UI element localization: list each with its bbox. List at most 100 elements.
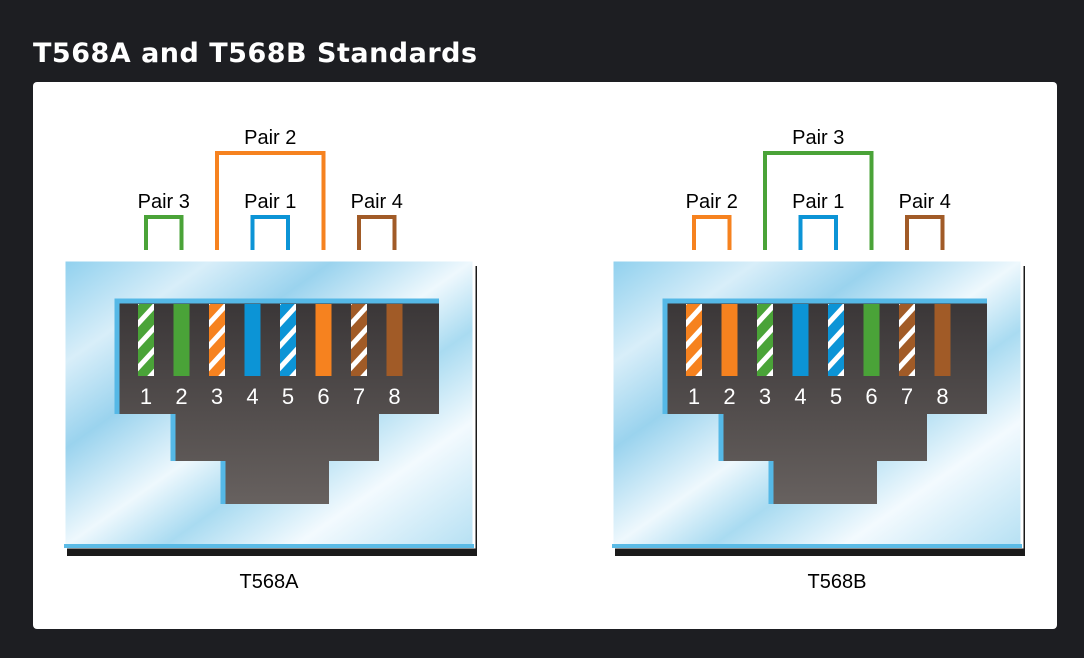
stripe: [209, 346, 225, 372]
pair-brackets-t568b: Pair 2 Pair 3 Pair 1 Pair 4: [686, 127, 951, 250]
pair-bracket: Pair 1: [792, 191, 844, 250]
wire-brown: [386, 304, 403, 376]
bracket-line: [144, 215, 184, 250]
bracket-line: [905, 215, 945, 250]
wire-pin-4: 4: [792, 304, 809, 409]
stripe-pattern: [351, 304, 367, 376]
pin-number: 4: [246, 384, 258, 409]
pin-number: 8: [936, 384, 948, 409]
stripe: [757, 324, 773, 350]
pair-label: Pair 1: [244, 191, 296, 213]
pair-label: Pair 4: [351, 191, 403, 213]
wire-green: [863, 304, 880, 376]
stripe: [138, 304, 154, 328]
wire-orange: [315, 304, 332, 376]
wire-pin-6: 6: [315, 304, 332, 409]
wire-pin-4: 4: [244, 304, 261, 409]
stripe-pattern: [686, 304, 702, 376]
stripe: [757, 346, 773, 372]
pin-number: 7: [901, 384, 913, 409]
stripe: [138, 346, 154, 372]
wire-pin-6: 6: [863, 304, 880, 409]
wire-blue: [792, 304, 809, 376]
pin-number: 1: [688, 384, 700, 409]
wire-pin-8: 8: [934, 304, 951, 409]
connector-bottom-edge: [612, 544, 1022, 548]
bracket-line: [215, 151, 326, 250]
wire-pin-1: 1: [686, 304, 702, 409]
pin-number: 3: [759, 384, 771, 409]
bracket-line: [250, 215, 290, 250]
pin-number: 2: [723, 384, 735, 409]
stripe-pattern: [757, 304, 773, 376]
wire-orange: [721, 304, 738, 376]
pin-number: 1: [140, 384, 152, 409]
pair-bracket: Pair 4: [351, 191, 403, 250]
page-title: T568A and T568B Standards: [33, 38, 478, 69]
stripe: [280, 346, 296, 372]
pin-number: 8: [388, 384, 400, 409]
stripe: [280, 324, 296, 350]
stripe: [209, 324, 225, 350]
stripe: [209, 304, 225, 328]
pin-number: 7: [353, 384, 365, 409]
wire-pin-3: 3: [757, 304, 773, 409]
pin-number: 5: [830, 384, 842, 409]
stripe: [828, 324, 844, 350]
pin-number: 5: [282, 384, 294, 409]
pin-number: 6: [865, 384, 877, 409]
pair-bracket: Pair 1: [244, 191, 296, 250]
pair-label: Pair 2: [686, 191, 738, 213]
stripe-pattern: [138, 304, 154, 376]
stripe: [828, 346, 844, 372]
pair-bracket: Pair 4: [899, 191, 951, 250]
stripe: [686, 304, 702, 328]
bracket-line: [763, 151, 874, 250]
pin-number: 4: [794, 384, 806, 409]
stripe-pattern: [828, 304, 844, 376]
stripe: [351, 324, 367, 350]
caption-t568a: T568A: [240, 571, 300, 593]
wire-pin-5: 5: [280, 304, 296, 409]
bracket-line: [357, 215, 397, 250]
stripe-pattern: [899, 304, 915, 376]
stripe: [686, 346, 702, 372]
pair-bracket: Pair 3: [763, 127, 874, 250]
wire-brown: [934, 304, 951, 376]
stripe: [899, 346, 915, 372]
cavity-step-edge: [718, 414, 774, 504]
bracket-line: [692, 215, 732, 250]
pair-label: Pair 1: [792, 191, 844, 213]
stripe: [351, 346, 367, 372]
pair-label: Pair 3: [792, 127, 844, 149]
stripe-pattern: [209, 304, 225, 376]
stripe: [351, 304, 367, 328]
wire-green: [173, 304, 190, 376]
wire-blue: [244, 304, 261, 376]
wire-pin-7: 7: [351, 304, 367, 409]
caption-t568b: T568B: [808, 571, 867, 593]
pair-brackets-t568a: Pair 3 Pair 2 Pair 1 Pair 4: [138, 127, 403, 250]
pin-number: 3: [211, 384, 223, 409]
pair-bracket: Pair 3: [138, 191, 190, 250]
stripe: [899, 304, 915, 328]
pair-bracket: Pair 2: [686, 191, 738, 250]
pair-label: Pair 2: [244, 127, 296, 149]
wire-pin-2: 2: [173, 304, 190, 409]
cavity-edge: [662, 298, 987, 414]
stripe: [899, 324, 915, 350]
wire-pin-5: 5: [828, 304, 844, 409]
wire-pin-3: 3: [209, 304, 225, 409]
pin-number: 2: [175, 384, 187, 409]
wire-pin-2: 2: [721, 304, 738, 409]
pair-label: Pair 3: [138, 191, 190, 213]
stripe: [138, 324, 154, 350]
cavity-step-edge: [170, 414, 226, 504]
stripe: [686, 324, 702, 350]
